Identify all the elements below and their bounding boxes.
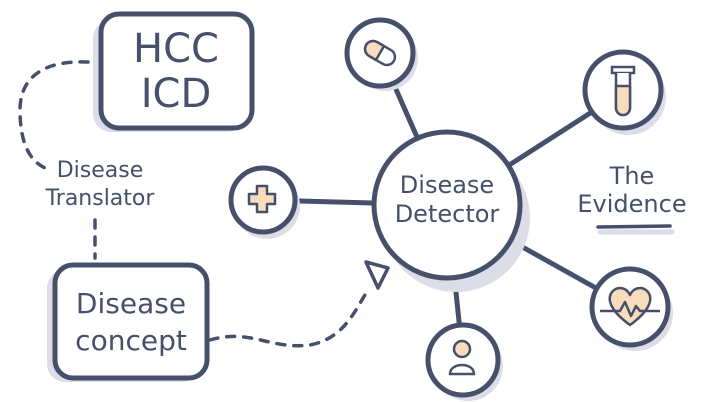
icd-label: ICD: [141, 71, 212, 117]
evidence-label-line1: The: [609, 162, 655, 190]
evidence-label-line2: Evidence: [577, 190, 686, 218]
heartbeat-node: [589, 266, 673, 351]
concept-label-line2: concept: [75, 324, 187, 357]
detector-label-line2: Detector: [395, 200, 500, 228]
translator-label-line1: Disease: [57, 158, 144, 183]
dashed-connector-concept-detector: [208, 288, 370, 348]
medical-node: [228, 165, 300, 239]
test-tube-icon: [610, 65, 636, 117]
test-tube-node: [582, 49, 666, 135]
pill-node: [344, 17, 418, 91]
person-icon: [448, 339, 476, 376]
hcc-icd-box: HCC ICD: [93, 11, 255, 132]
evidence-underline: [596, 224, 672, 229]
disease-concept-box: Disease concept: [47, 262, 210, 382]
translator-label-line2: Translator: [45, 186, 156, 211]
dashed-connector-hcc-translator: [18, 60, 90, 170]
heartbeat-icon: [600, 286, 660, 327]
detector-label-line1: Disease: [400, 171, 494, 199]
hcc-label: HCC: [133, 26, 219, 72]
person-node: [425, 322, 503, 401]
pill-icon: [363, 39, 397, 67]
medical-cross-icon: [247, 184, 277, 214]
arrowhead-icon: [364, 260, 390, 290]
concept-label-line1: Disease: [76, 287, 186, 320]
disease-detector-node: Disease Detector: [371, 129, 530, 292]
